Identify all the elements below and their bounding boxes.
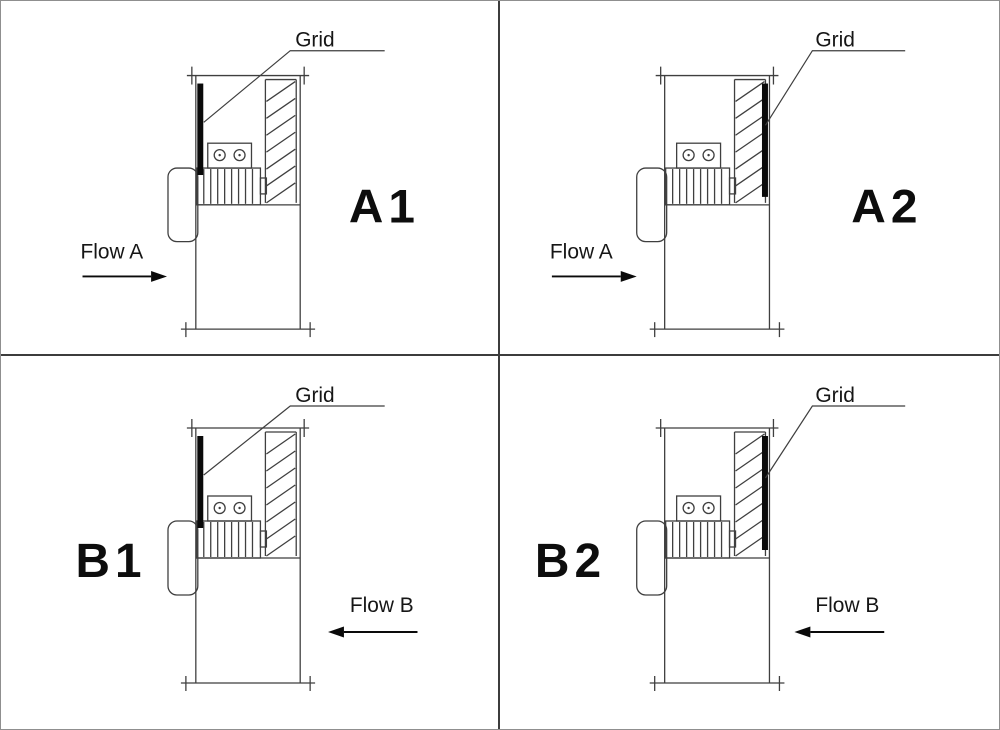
flow-label: Flow A (81, 241, 144, 264)
grid-label: Grid (815, 29, 855, 52)
grid-bar (197, 436, 204, 528)
grid-label: Grid (295, 29, 334, 52)
diagram-a1: Grid Flow A A1 (81, 29, 420, 338)
panel-label: B1 (76, 535, 147, 588)
arrowhead-icon (151, 270, 167, 282)
flow-arrow-right (551, 270, 637, 282)
panel-label: A1 (349, 181, 420, 234)
flow-label: Flow A (550, 241, 613, 264)
panel-label: B2 (535, 535, 606, 588)
arrowhead-icon (620, 270, 637, 282)
panel-b2: Grid Flow B B2 (500, 356, 999, 729)
grid-leader-line (764, 50, 906, 126)
fan-assembly-drawing (167, 418, 316, 692)
flow-arrow-right (82, 270, 167, 282)
diagram-b2: Grid Flow B B2 (535, 384, 906, 692)
arrowhead-icon (328, 626, 344, 638)
grid-bar (761, 83, 768, 197)
flow-arrow-left (794, 626, 885, 638)
flow-label: Flow B (815, 594, 879, 617)
grid-bar (761, 436, 768, 550)
panel-a2: Grid Flow A A2 (500, 1, 999, 356)
grid-leader-line (203, 50, 385, 123)
panel-b1: Grid Flow B B1 (1, 356, 500, 729)
diagram-a2: Grid Flow A A2 (550, 29, 922, 338)
panel-label: A2 (851, 181, 922, 234)
panel-a1: Grid Flow A A1 (1, 1, 500, 356)
grid-leader-line (764, 405, 906, 479)
grid-label: Grid (815, 384, 855, 407)
grid-bar (197, 83, 204, 176)
flow-arrow-left (328, 626, 418, 638)
diagram-b1: Grid Flow B B1 (76, 384, 418, 692)
grid-leader-line (203, 405, 385, 476)
flow-label: Flow B (350, 594, 414, 617)
arrowhead-icon (794, 626, 811, 638)
grid-label: Grid (295, 384, 334, 407)
fan-assembly-drawing (167, 65, 316, 338)
